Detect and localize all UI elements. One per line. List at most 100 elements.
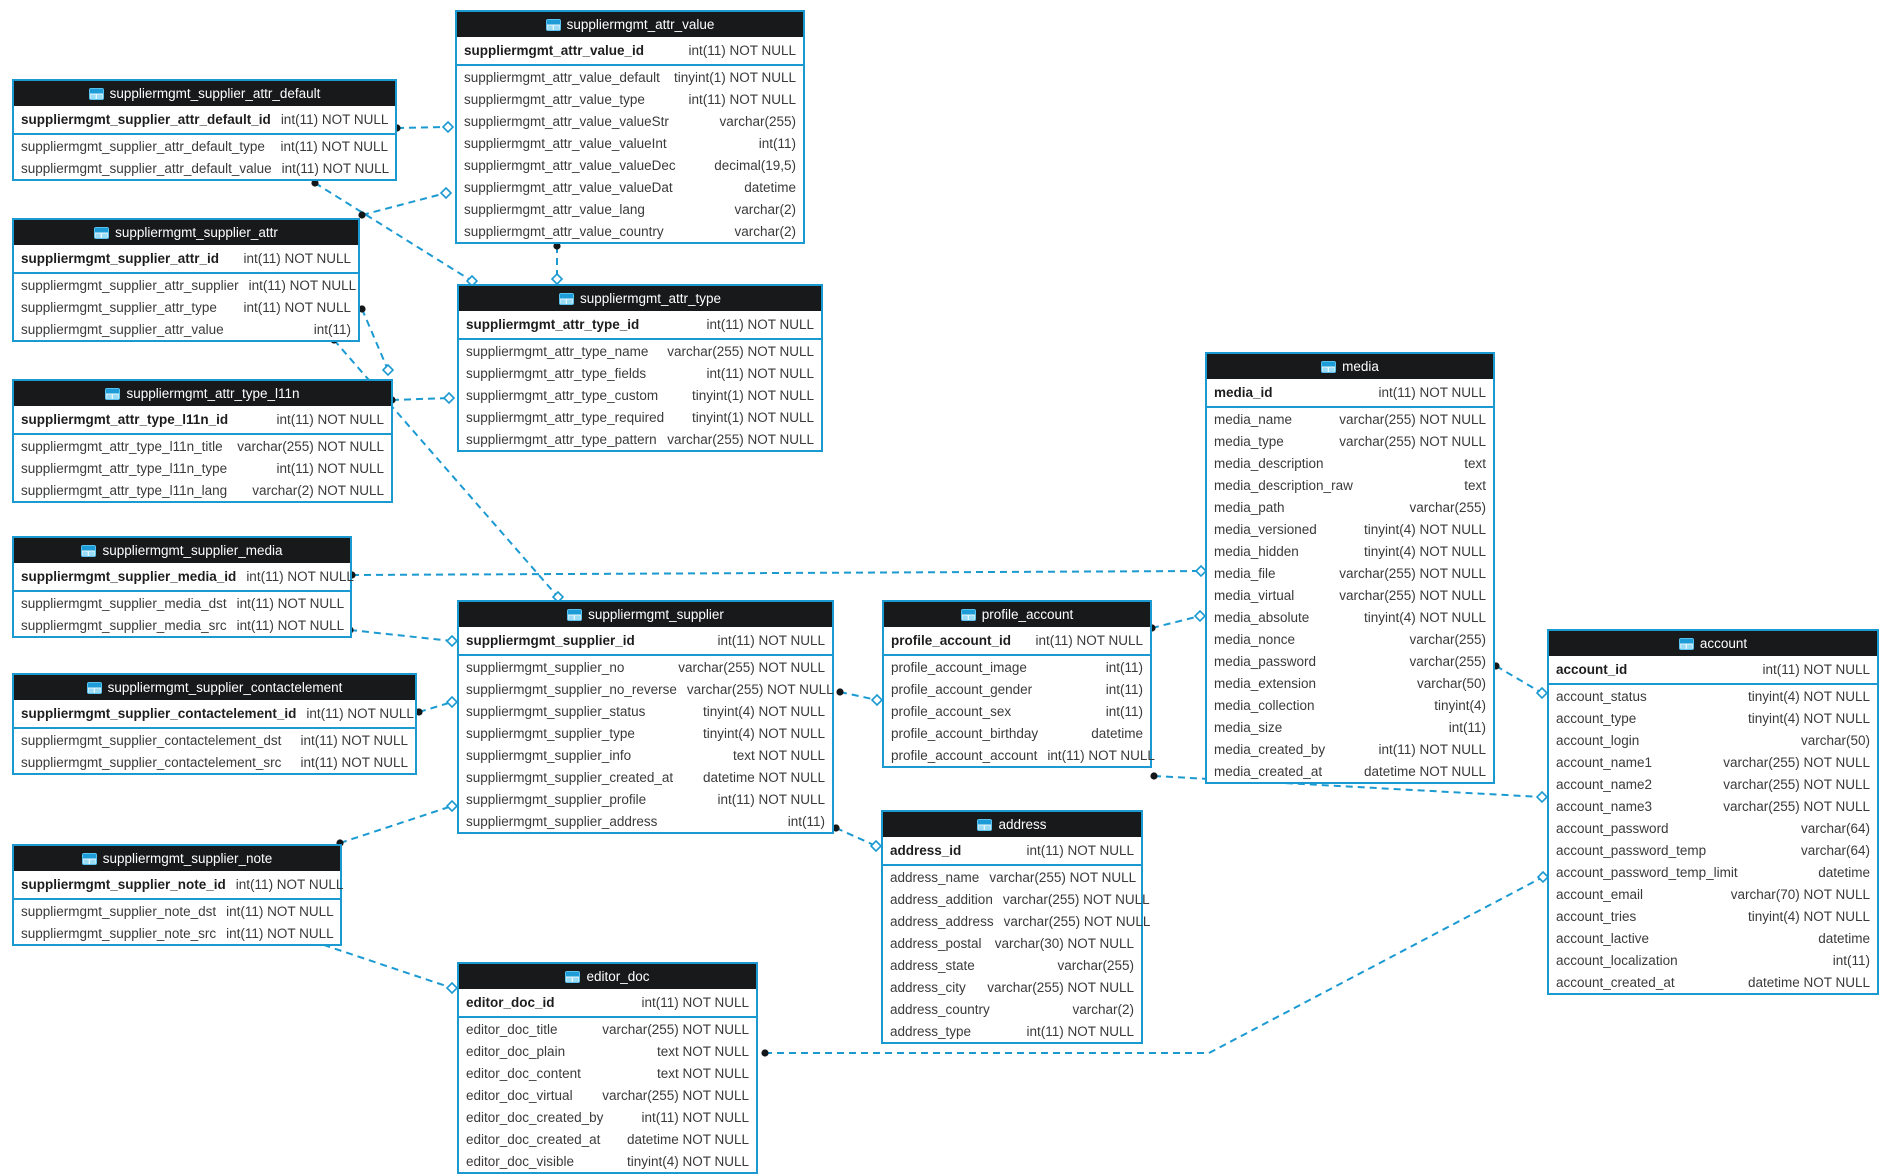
relationship-line[interactable] xyxy=(1151,615,1201,629)
table-header[interactable]: suppliermgmt_supplier_attr_default xyxy=(14,81,395,106)
table-header[interactable]: account xyxy=(1549,631,1877,656)
table-header[interactable]: suppliermgmt_supplier_note xyxy=(14,846,340,871)
relationship-line[interactable] xyxy=(339,805,453,844)
relationship-line[interactable] xyxy=(765,876,1544,1054)
relationship-line[interactable] xyxy=(418,701,453,713)
table-header[interactable]: suppliermgmt_supplier_media xyxy=(14,538,350,563)
relationship-line[interactable] xyxy=(839,691,878,701)
table-header[interactable]: suppliermgmt_attr_type xyxy=(459,286,821,311)
table-header[interactable]: suppliermgmt_supplier_attr xyxy=(14,220,358,245)
column-row[interactable]: suppliermgmt_supplier_contactelement_dst… xyxy=(14,729,415,751)
table-header[interactable]: suppliermgmt_attr_type_l11n xyxy=(14,381,391,406)
table-suppliermgmt_supplier_attr[interactable]: suppliermgmt_supplier_attr suppliermgmt_s… xyxy=(12,218,360,342)
relationship-line[interactable] xyxy=(314,182,473,282)
relationship-line[interactable] xyxy=(1495,665,1543,694)
table-header[interactable]: suppliermgmt_supplier_contactelement xyxy=(14,675,415,700)
relationship-line[interactable] xyxy=(396,126,449,129)
table-header[interactable]: address xyxy=(883,812,1141,837)
relationship-line[interactable] xyxy=(349,629,453,642)
table-header[interactable]: suppliermgmt_supplier xyxy=(459,602,832,627)
relationship-line[interactable] xyxy=(361,308,389,371)
column-row[interactable]: suppliermgmt_supplier_contactelement_src… xyxy=(14,751,415,773)
table-header[interactable]: media xyxy=(1207,354,1493,379)
